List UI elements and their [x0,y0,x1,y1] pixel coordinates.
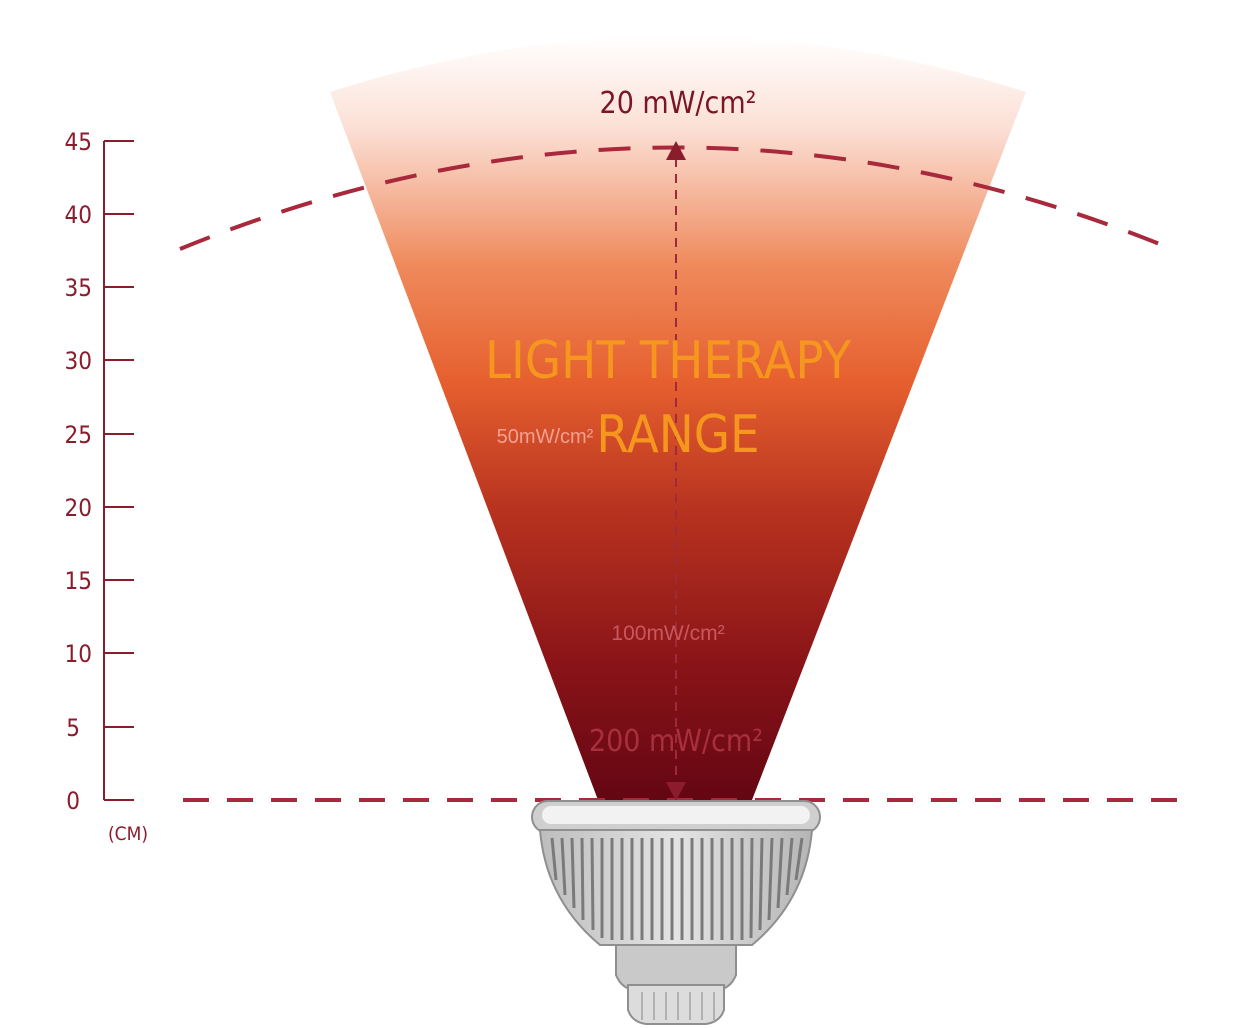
axis-tick-label: 5 [66,714,80,742]
bulb-heat-fins [550,837,804,940]
axis-tick-label: 30 [65,347,92,375]
axis-tick-label: 35 [65,274,92,302]
dose-label-mid: 50mW/cm² [497,426,594,448]
arrow-head-down [666,782,686,801]
diagram-title-line1: LIGHT THERAPY [485,331,851,391]
diagram-title-line2: RANGE [596,405,759,465]
axis-tick-label: 20 [65,494,92,522]
axis-tick-label: 45 [65,128,92,156]
bulb-base [627,984,725,1025]
dose-label-low: 100mW/cm² [611,622,724,645]
axis-tick-label: 25 [65,421,92,449]
bulb-body [538,829,814,946]
axis-tick-label: 40 [65,201,92,229]
arrow-head-up [666,141,686,160]
bulb-neck [615,944,737,991]
led-bulb [531,800,821,1025]
dose-label-base: 200 mW/cm² [589,724,763,759]
distance-axis: 45 40 35 30 25 20 15 10 5 0 (CM) [65,128,149,845]
axis-tick-label: 10 [65,640,92,668]
dose-label-top: 20 mW/cm² [600,86,757,121]
light-beam [330,36,1026,800]
axis-unit-label: (CM) [108,823,148,845]
axis-tick-label: 0 [66,787,80,815]
axis-tick-label: 15 [65,567,92,595]
bulb-base-ridges [641,992,715,1020]
